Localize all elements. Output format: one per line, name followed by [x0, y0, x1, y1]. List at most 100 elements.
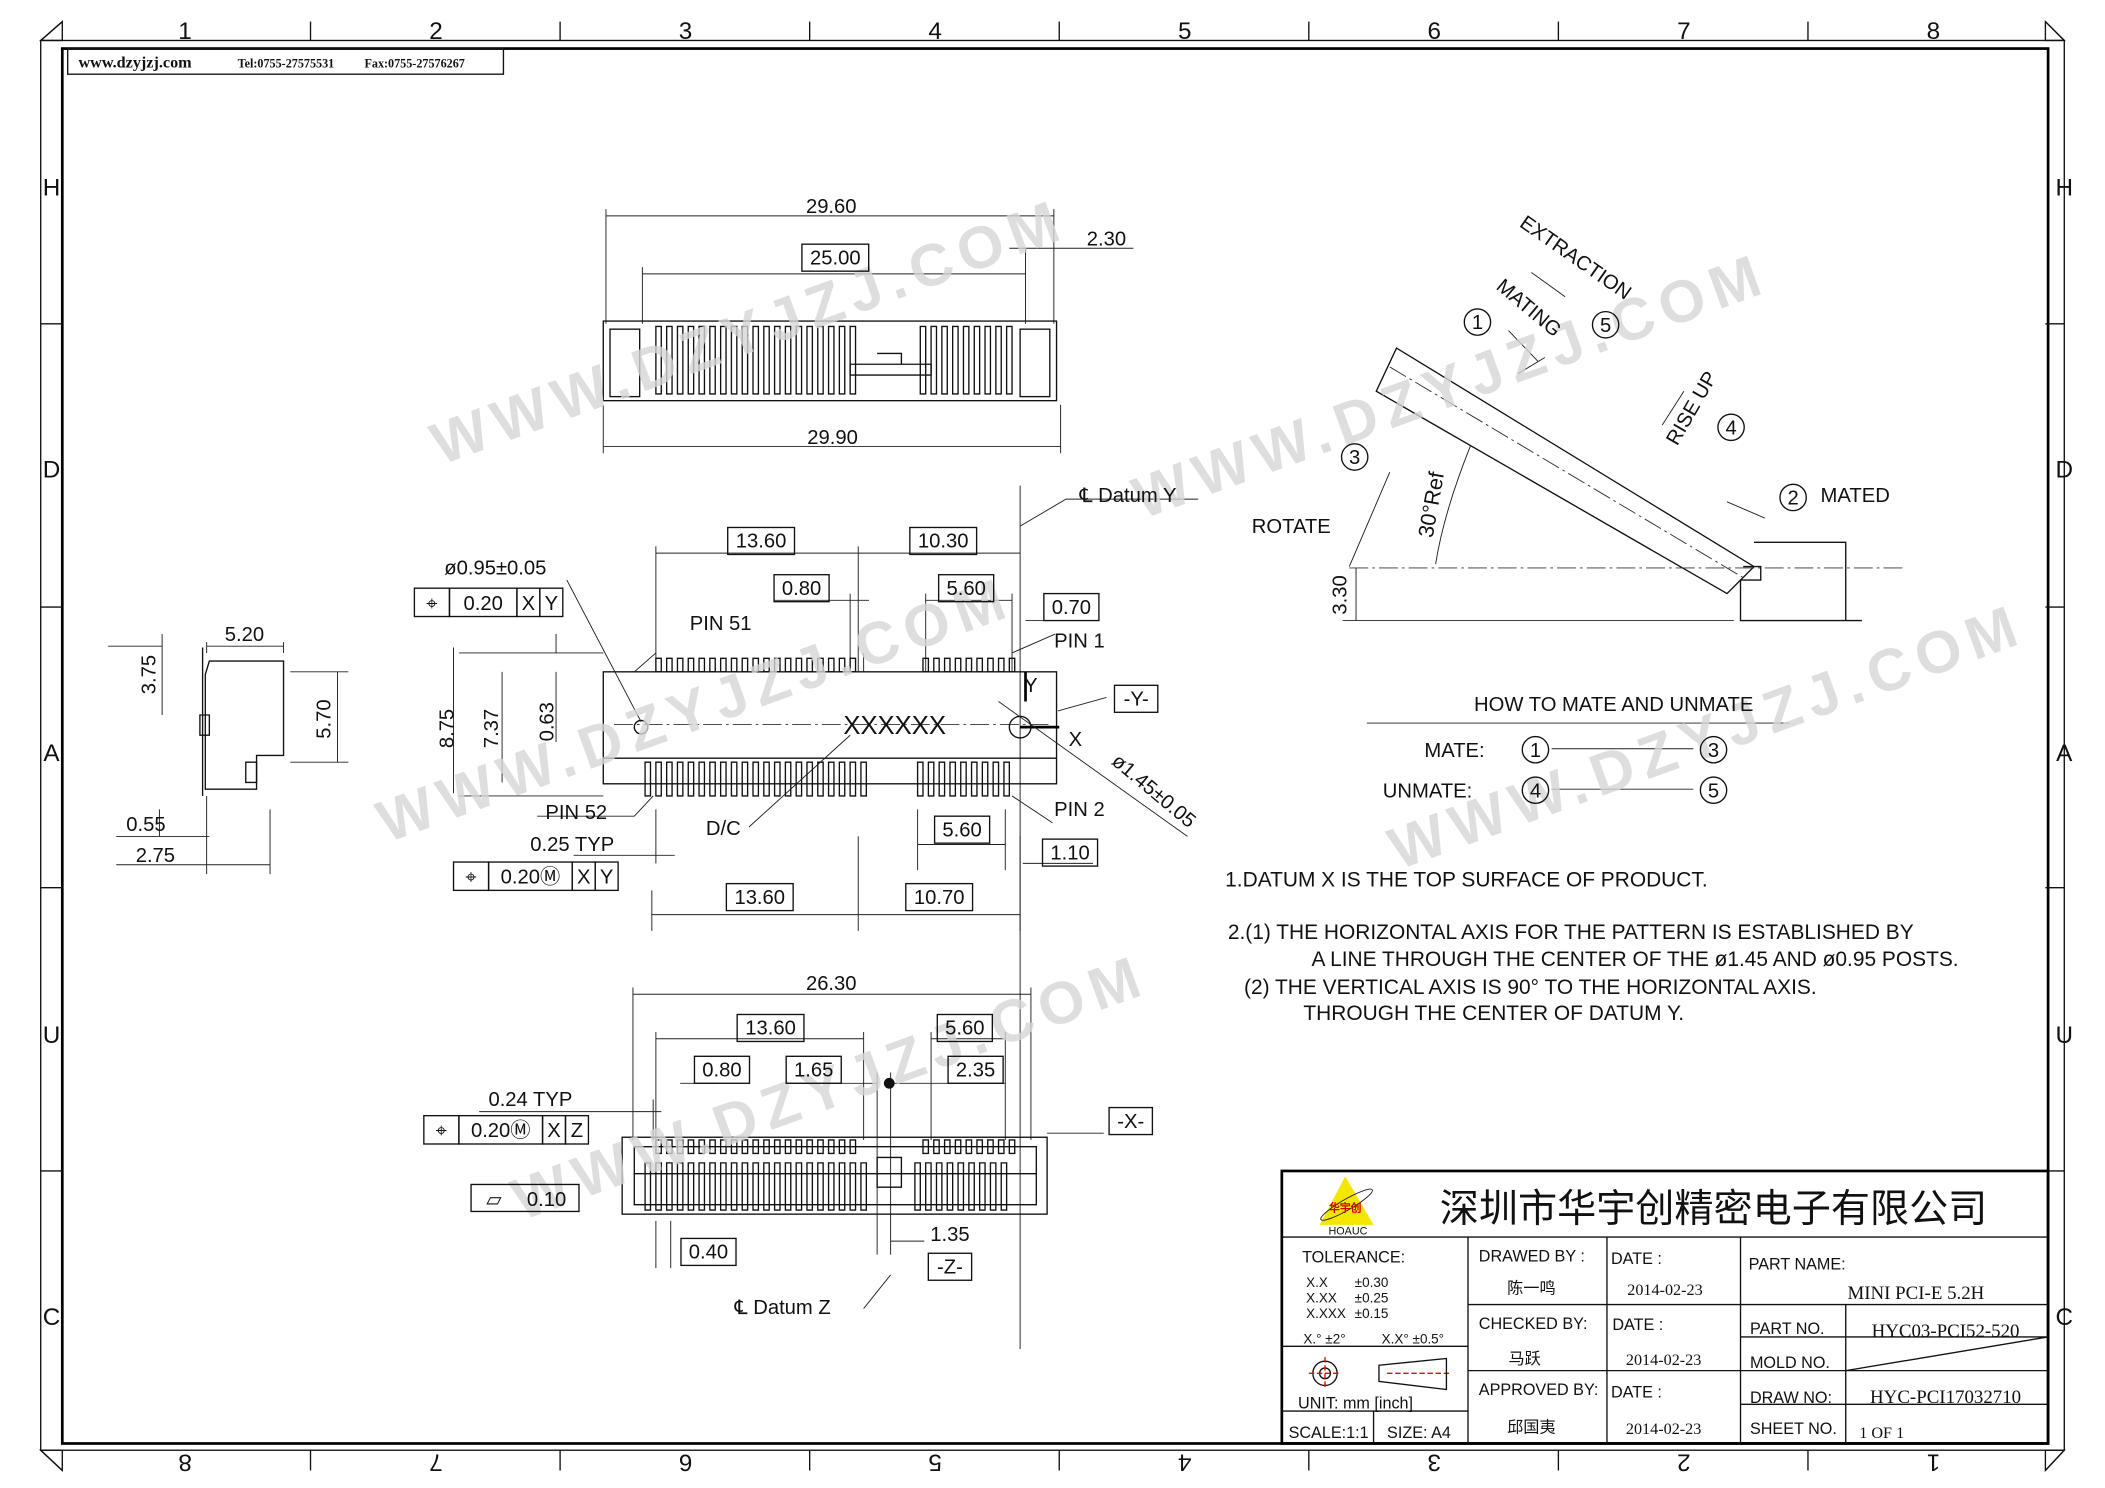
text: ℄ Datum Z	[734, 1297, 831, 1319]
text: UNIT: mm [inch]	[1298, 1394, 1413, 1412]
mating-unmate-label-label: UNMATE:	[1383, 780, 1472, 802]
mating-rise-up-label: RISE UP	[1662, 368, 1722, 449]
front-view-d-13-60-bot-label: 13.60	[725, 882, 794, 912]
text: 0.24 TYP	[488, 1089, 572, 1111]
contact-pins	[916, 761, 1011, 797]
text: 马跃	[1508, 1350, 1540, 1368]
text: H	[2056, 175, 2074, 202]
text: EXTRACTION	[1516, 212, 1635, 305]
text: X.X	[1306, 1275, 1328, 1290]
text: 1	[1472, 312, 1483, 334]
text: 25.00	[810, 247, 861, 269]
text: H	[43, 175, 61, 202]
text: D/C	[706, 818, 741, 840]
text: 8	[178, 1448, 192, 1475]
title-block-size-label: SIZE: A4	[1387, 1424, 1451, 1442]
bottom-view-d-5-60-label: 5.60	[936, 1013, 994, 1043]
note-0-label: 1.DATUM X IS THE TOP SURFACE OF PRODUCT.	[1225, 868, 1707, 891]
front-view-hole-large-label: ø1.45±0.05	[1107, 750, 1199, 833]
title-block-drawed-by-label: 陈一鸣	[1507, 1280, 1556, 1298]
text: THROUGH THE CENTER OF DATUM Y.	[1303, 1002, 1684, 1025]
contact-pins	[655, 657, 857, 673]
contact-pins	[655, 325, 857, 395]
text: MOLD NO.	[1750, 1354, 1830, 1372]
text: SIZE: A4	[1387, 1424, 1451, 1442]
text: WWW.DZYJZJ.COM	[1380, 590, 2033, 882]
title-block-part-name-label: MINI PCI-E 5.2H	[1847, 1283, 1984, 1304]
text: 1	[178, 18, 192, 45]
title-block-unit-label: UNIT: mm [inch]	[1298, 1394, 1413, 1412]
zone-col-top-6-label: 6	[1428, 18, 1442, 45]
text: 陈一鸣	[1507, 1280, 1556, 1298]
mating-steps-0-label: 1	[1521, 735, 1550, 764]
bottom-view-d-1-65-label: 1.65	[785, 1055, 842, 1084]
text: 0.40	[689, 1242, 728, 1264]
text: -Y-	[1124, 689, 1149, 711]
title-block-date2-label: 2014-02-23	[1626, 1352, 1701, 1369]
text: 6	[679, 1448, 693, 1475]
text: 2	[1788, 488, 1799, 510]
text: ℄ Datum Y	[1079, 485, 1177, 507]
text: X.X° ±0.5°	[1382, 1332, 1444, 1347]
text: HOW TO MATE AND UNMATE	[1474, 694, 1753, 716]
text: SCALE:1:1	[1289, 1424, 1369, 1442]
zone-col-bottom-4-label: 4	[1178, 1448, 1192, 1475]
title-block-angle-tol-1-label: X.X° ±0.5°	[1382, 1332, 1444, 1347]
text: 0.70	[1052, 597, 1091, 619]
text: 30°Ref	[1413, 469, 1449, 540]
front_view-fcf1-d1-label: X	[522, 593, 536, 615]
front-view-datum-y-label: ℄ Datum Y	[1079, 485, 1177, 507]
text: TOLERANCE:	[1302, 1249, 1405, 1267]
zone-row-left-4-label: C	[43, 1304, 61, 1331]
text: X	[1069, 729, 1083, 751]
text: 2.75	[136, 845, 175, 867]
zone-row-left-3-label: U	[43, 1022, 61, 1049]
front-view-d-5-60-top-label: 5.60	[937, 574, 995, 603]
title-block-mold-no-label-label: MOLD NO.	[1750, 1354, 1830, 1372]
front-view-d-0-80-label: 0.80	[773, 574, 830, 603]
watermark-3-label: WWW.DZYJZJ.COM	[1124, 239, 1777, 531]
text: 3	[1349, 447, 1360, 469]
title-block-checked-by-label-label: CHECKED BY:	[1479, 1315, 1588, 1333]
text: Z	[571, 1120, 583, 1142]
text: Y	[545, 593, 559, 615]
text: C	[2056, 1304, 2074, 1331]
front-view-d-10-70-label: 10.70	[905, 882, 974, 912]
text: 1.65	[794, 1060, 833, 1082]
front_view-fcf2-d2-label: Y	[600, 867, 614, 889]
text: Y	[600, 867, 614, 889]
text: A LINE THROUGH THE CENTER OF THE ø1.45 A…	[1312, 948, 1959, 971]
top-view-inner-label: 25.00	[801, 243, 870, 272]
fax-text: Fax:0755-27576267	[364, 56, 464, 70]
text: 2	[429, 18, 442, 45]
front-view-hole-small-label: ø0.95±0.05	[444, 558, 546, 580]
zone-col-top-4-label: 4	[928, 18, 942, 45]
front-view-d-1-10-label: 1.10	[1041, 838, 1099, 867]
text: MATED	[1821, 485, 1890, 507]
zone-col-top-5-label: 5	[1178, 18, 1192, 45]
side-view-d1-label: 0.55	[126, 814, 165, 836]
front_view-fcf2-tol-label: 0.20Ⓜ	[501, 866, 561, 889]
text: 8.75	[437, 709, 459, 748]
text: 2.(1) THE HORIZONTAL AXIS FOR THE PATTER…	[1228, 921, 1914, 944]
fcf-cell	[564, 1114, 590, 1145]
date-label-3-label: DATE :	[1611, 1384, 1662, 1402]
text: PIN 52	[545, 802, 607, 824]
side-view-h2-label: 5.70	[314, 699, 336, 738]
text: 1	[1530, 740, 1541, 762]
text: 5.60	[946, 578, 985, 600]
website-text: www.dzyjzj.com	[78, 54, 192, 71]
side-view	[108, 634, 349, 875]
text: 邱国夷	[1507, 1419, 1556, 1437]
text: U	[2056, 1022, 2074, 1049]
bottom-view-flatness-tol-label: 0.10	[527, 1189, 566, 1211]
title-block-part-no-label: HYC03-PCI52-520	[1872, 1321, 2020, 1342]
front_view-fcf1-tol-label: 0.20	[464, 593, 503, 615]
text: X	[547, 1120, 561, 1142]
front_view-fcf2-d1-label: X	[577, 867, 591, 889]
company-logo	[1319, 1176, 1374, 1225]
text: 10.30	[918, 531, 969, 553]
text: 3	[1708, 740, 1719, 762]
watermark-4-label: WWW.DZYJZJ.COM	[1380, 590, 2033, 882]
text: 0.20Ⓜ	[501, 866, 561, 889]
